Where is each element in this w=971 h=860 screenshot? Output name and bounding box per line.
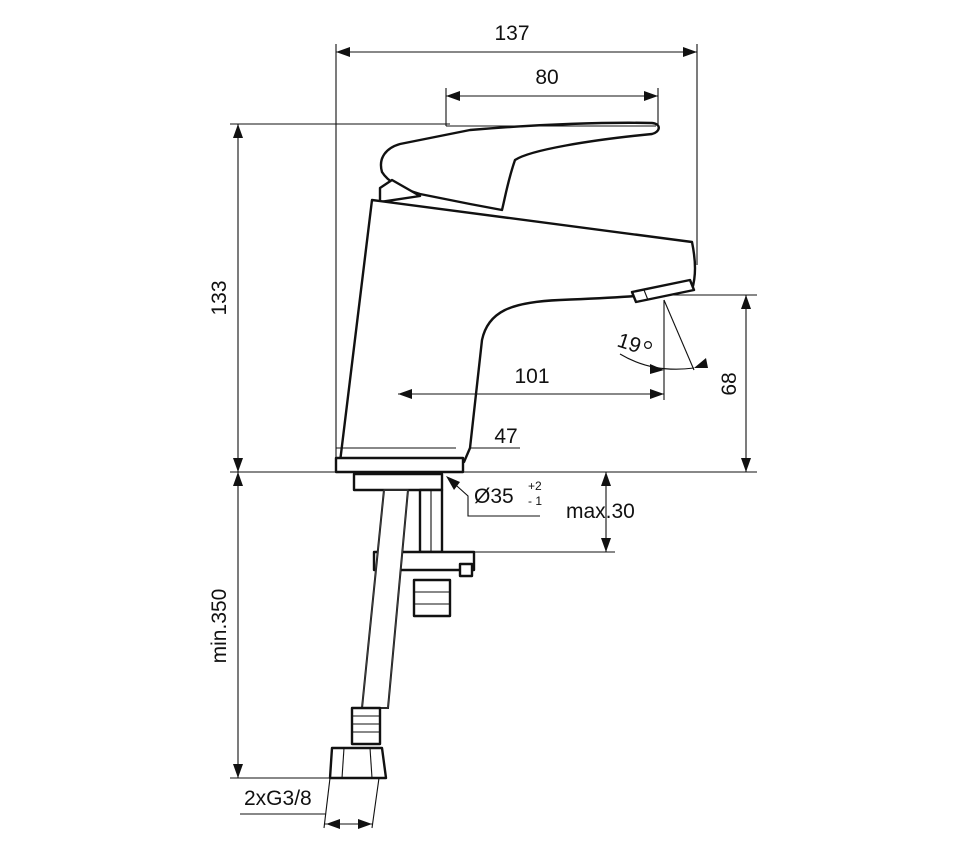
- label-hole-tol-plus: +2: [528, 479, 542, 493]
- gasket: [352, 472, 444, 492]
- label-hole-diameter: Ø35: [474, 485, 514, 508]
- label-overall-width: 137: [494, 22, 529, 45]
- label-height: 133: [208, 280, 231, 315]
- lever-joint: [378, 178, 422, 204]
- label-connection: 2xG3/8: [244, 787, 312, 810]
- dimension-lines: [233, 47, 751, 829]
- aerator: [630, 278, 696, 304]
- mounting-nut: [412, 578, 452, 618]
- label-deck-thickness: max.30: [566, 500, 635, 523]
- label-base-width: 47: [494, 425, 517, 448]
- label-lever-width: 80: [535, 66, 558, 89]
- lever-handle: [379, 121, 660, 212]
- hose-nut: [328, 746, 388, 780]
- faucet: [334, 121, 697, 492]
- hose-ferrule: [350, 706, 382, 746]
- base-plate: [334, 456, 465, 474]
- faucet-body: [338, 198, 697, 464]
- label-spray-angle: 19: [614, 329, 643, 358]
- label-hose-length: min.350: [208, 589, 231, 664]
- extension-lines: [230, 44, 757, 829]
- degree-symbol: [643, 341, 652, 350]
- braided-hose: [328, 489, 410, 780]
- label-spout-reach: 101: [514, 365, 549, 388]
- label-hole-tol-minus: - 1: [528, 494, 542, 508]
- label-spout-height: 68: [718, 372, 741, 395]
